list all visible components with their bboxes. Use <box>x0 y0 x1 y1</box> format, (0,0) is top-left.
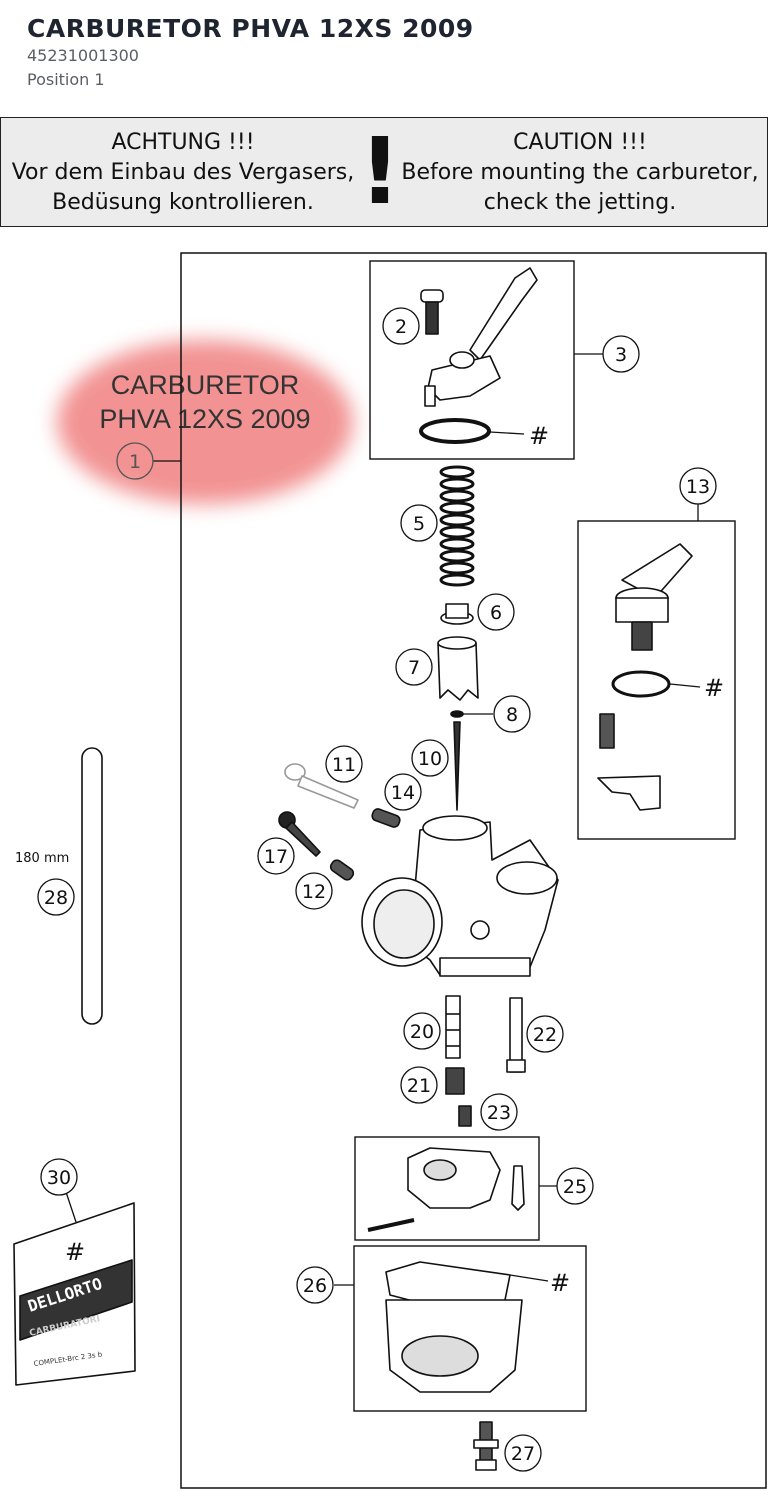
warning-german: ACHTUNG !!! Vor dem Einbau des Vergasers… <box>3 128 363 218</box>
spring-icon <box>439 465 475 587</box>
jet-needle-icon <box>453 721 461 811</box>
emulsion-tube-icon <box>506 997 526 1073</box>
caution-banner: ACHTUNG !!! Vor dem Einbau des Vergasers… <box>0 117 768 227</box>
callout-8 <box>493 695 531 733</box>
callout-label: 2 <box>395 316 407 338</box>
exclamation-icon: ! <box>359 118 401 225</box>
main-jet-icon <box>445 995 461 1059</box>
callout-3 <box>602 335 640 373</box>
callout-label: 10 <box>418 748 442 770</box>
callout-22 <box>526 1015 564 1053</box>
hose-icon <box>81 747 103 1025</box>
hash-marker: # <box>704 674 724 702</box>
drain-screw-icon <box>473 1421 499 1471</box>
hose-length-label: 180 mm <box>15 851 69 866</box>
position-label: Position 1 <box>27 70 105 89</box>
spring-icon <box>329 859 355 881</box>
screw-icon <box>420 289 444 335</box>
assembly-label: PHVA 12XS 2009 <box>99 404 310 434</box>
subassembly-box-25 <box>354 1136 540 1241</box>
throttle-slide-icon <box>437 636 479 701</box>
callout-6 <box>477 593 515 631</box>
callout-label: 5 <box>413 513 425 535</box>
adjusting-screw-icon <box>278 811 321 857</box>
callout-label: 17 <box>264 846 288 868</box>
hash-marker: # <box>529 422 549 450</box>
warning-de-heading: ACHTUNG !!! <box>111 130 255 155</box>
callout-label: 3 <box>615 344 627 366</box>
callout-23 <box>480 1093 518 1131</box>
gasket-kit-bag-icon <box>13 1202 136 1386</box>
warning-en-heading: CAUTION !!! <box>513 130 647 155</box>
needle-retainer-icon <box>440 603 474 625</box>
page-title: CARBURETOR PHVA 12XS 2009 <box>27 14 474 43</box>
callout-label: 13 <box>686 476 710 498</box>
callout-label: 23 <box>487 1102 511 1124</box>
assembly-label: CARBURETOR <box>111 370 300 400</box>
callout-label: 11 <box>332 754 356 776</box>
callout-2 <box>382 307 420 345</box>
callout-7 <box>395 648 433 686</box>
callout-14 <box>384 773 422 811</box>
callout-label: 25 <box>563 1176 587 1198</box>
callout-5 <box>400 504 438 542</box>
warning-de-line: Vor dem Einbau des Vergasers, <box>11 160 355 185</box>
callout-label: 14 <box>391 782 415 804</box>
choke-lever-icon <box>419 267 538 444</box>
carburetor-body-icon <box>361 815 559 977</box>
callout-11 <box>325 745 363 783</box>
callout-label: 12 <box>302 881 326 903</box>
callout-label: 30 <box>47 1167 71 1189</box>
callout-label: 7 <box>408 657 420 679</box>
warning-de-line: Bedüsung kontrollieren. <box>52 190 314 215</box>
callout-label: 28 <box>44 887 68 909</box>
idle-jet-icon <box>458 1105 472 1127</box>
assembly-highlight <box>57 340 353 504</box>
callout-21 <box>400 1066 438 1104</box>
idle-screw-icon <box>284 763 359 809</box>
subassembly-box-3 <box>369 260 575 460</box>
callout-20 <box>403 1012 441 1050</box>
callout-label: 27 <box>511 1443 535 1465</box>
callout-label: 26 <box>303 1275 327 1297</box>
callout-13 <box>679 467 717 505</box>
callout-label: 1 <box>129 451 141 473</box>
callout-label: 21 <box>407 1075 431 1097</box>
hash-marker: # <box>550 1269 570 1297</box>
subassembly-box-26 <box>353 1245 587 1412</box>
callout-label: 22 <box>533 1024 557 1046</box>
jet-holder-icon <box>445 1067 465 1095</box>
float-icon <box>367 1147 525 1232</box>
bag-hash: # <box>65 1238 85 1266</box>
warning-english: CAUTION !!! Before mounting the carburet… <box>397 128 763 218</box>
float-bowl-icon <box>385 1261 523 1393</box>
callout-label: 8 <box>506 704 518 726</box>
callout-1 <box>116 442 154 480</box>
subassembly-box-13 <box>577 520 736 840</box>
callout-30 <box>40 1158 78 1196</box>
callout-label: 6 <box>490 602 502 624</box>
page-header: CARBURETOR PHVA 12XS 2009 45231001300 Po… <box>27 14 474 92</box>
callout-25 <box>556 1167 594 1205</box>
warning-en-line: Before mounting the carburetor, <box>401 160 759 185</box>
callout-26 <box>296 1266 334 1304</box>
callout-10 <box>411 739 449 777</box>
callout-12 <box>295 872 333 910</box>
small-spring-icon <box>371 808 401 828</box>
callout-17 <box>257 837 295 875</box>
callout-28 <box>37 878 75 916</box>
choke-assembly-icon <box>597 543 693 811</box>
warning-en-line: check the jetting. <box>483 190 677 215</box>
clip-icon <box>450 710 464 718</box>
part-number: 45231001300 <box>27 46 139 65</box>
assembly-frame <box>180 252 767 1489</box>
callout-label: 20 <box>410 1021 434 1043</box>
callout-27 <box>504 1434 542 1472</box>
